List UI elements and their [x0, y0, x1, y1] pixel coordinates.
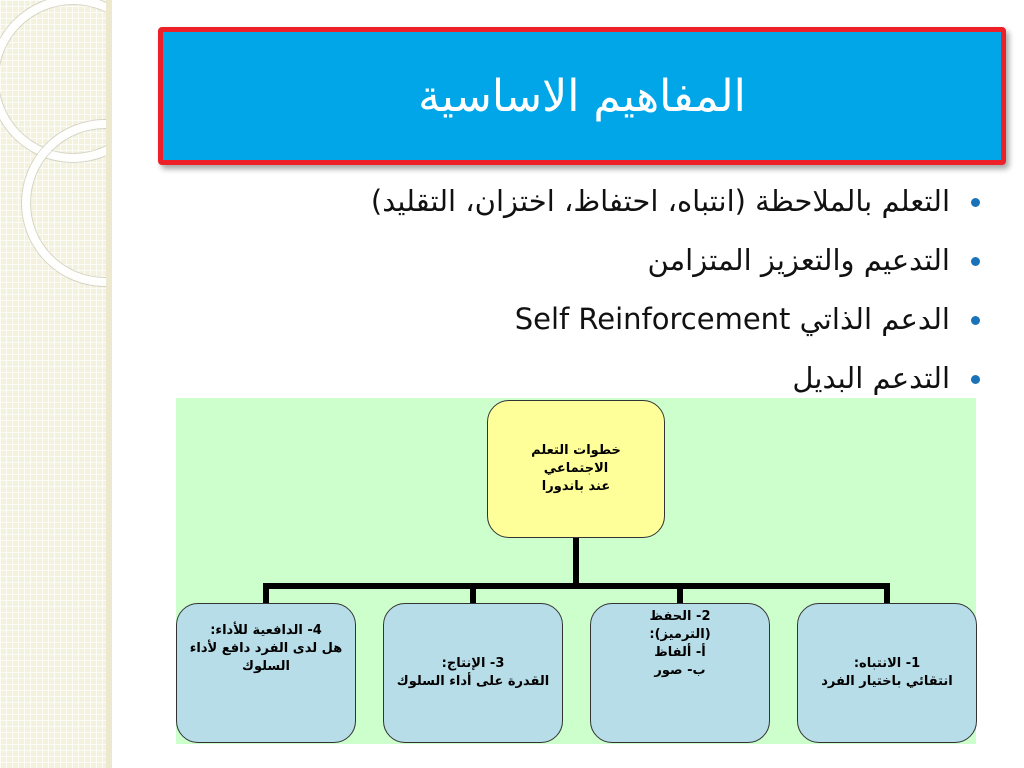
bullet-item: التدعم البديل	[224, 349, 984, 408]
step-node-line: القدرة على أداء السلوك	[396, 674, 550, 689]
step-node-line: 2- الحفظ	[649, 609, 711, 624]
bullet-text: الدعم الذاتي Self Reinforcement	[514, 302, 950, 336]
root-node: خطوات التعلم الاجتماعي عند باندورا	[487, 400, 665, 538]
bullet-dot-icon	[971, 257, 980, 266]
step-node-retention: 2- الحفظ (الترميز): أ- ألفاظ ب- صور	[590, 603, 770, 743]
bullet-item: التدعيم والتعزيز المتزامن	[224, 231, 984, 290]
strip-edge	[106, 0, 112, 768]
step-node-attention: 1- الانتباه: انتقائي باختيار الفرد	[797, 603, 977, 743]
step-node-line: أ- ألفاظ	[654, 645, 706, 660]
bullet-list: التعلم بالملاحظة (انتباه، احتفاظ، اختزان…	[224, 172, 984, 408]
step-node-line: السلوك	[242, 659, 290, 674]
bullet-dot-icon	[971, 375, 980, 384]
bullet-item: الدعم الذاتي Self Reinforcement	[224, 290, 984, 349]
bullet-text: التدعيم والتعزيز المتزامن	[647, 243, 950, 277]
bullet-dot-icon	[971, 198, 980, 207]
step-node-line: انتقائي باختيار الفرد	[821, 674, 953, 689]
bullet-text: التعلم بالملاحظة (انتباه، احتفاظ، اختزان…	[370, 184, 950, 218]
slide-title: المفاهيم الاساسية	[418, 70, 746, 122]
step-node-line: 4- الدافعية للأداء:	[210, 623, 322, 638]
bullet-item: التعلم بالملاحظة (انتباه، احتفاظ، اختزان…	[224, 172, 984, 231]
decorative-side-strip	[0, 0, 112, 768]
root-node-line: عند باندورا	[541, 479, 611, 494]
title-banner: المفاهيم الاساسية	[158, 27, 1006, 165]
step-node-line: 3- الإنتاج:	[441, 656, 505, 671]
step-node-line: (الترميز):	[649, 627, 711, 642]
step-node-line: 1- الانتباه:	[853, 656, 921, 671]
bullet-dot-icon	[971, 316, 980, 325]
connector-lines	[263, 538, 890, 603]
root-node-line: خطوات التعلم الاجتماعي	[531, 443, 621, 476]
step-node-line: هل لدى الفرد دافع لأداء	[189, 641, 343, 656]
step-node-production: 3- الإنتاج: القدرة على أداء السلوك	[383, 603, 563, 743]
bullet-text: التدعم البديل	[792, 361, 950, 395]
org-chart-diagram: خطوات التعلم الاجتماعي عند باندورا 1- ال…	[176, 398, 977, 744]
step-node-line: ب- صور	[654, 663, 706, 678]
step-node-motivation: 4- الدافعية للأداء: هل لدى الفرد دافع لأ…	[176, 603, 356, 743]
